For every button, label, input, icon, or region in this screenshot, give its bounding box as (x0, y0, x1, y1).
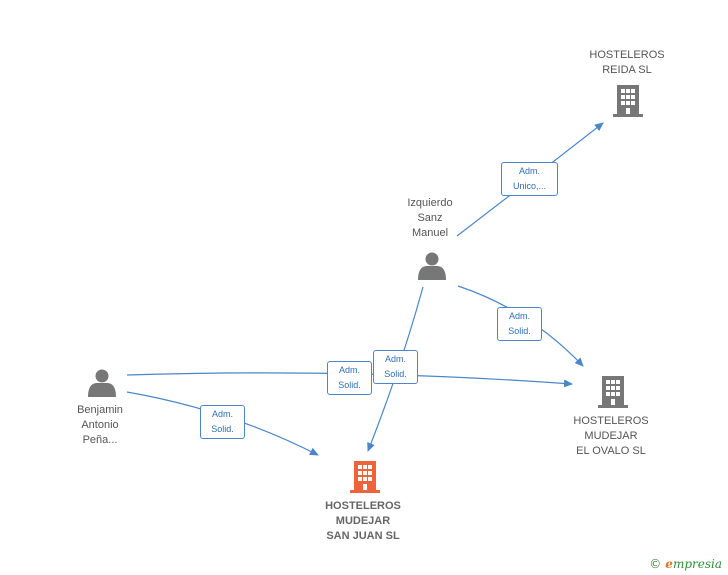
edge-label-adm-unico[interactable]: Adm. Unico,... (501, 162, 558, 196)
edge-label-adm-solid[interactable]: Adm. Solid. (200, 405, 245, 439)
person-label-izquierdo[interactable]: Izquierdo Sanz Manuel (407, 197, 453, 239)
edge-label-adm-solid[interactable]: Adm. Solid. (373, 350, 418, 384)
person-icon[interactable] (418, 252, 446, 281)
empresia-logo: ©empresia (649, 557, 722, 571)
building-icon[interactable] (350, 461, 380, 493)
brand-name: mpresia (672, 557, 722, 571)
person-label-benjamin[interactable]: Benjamin Antonio Peña... (77, 404, 123, 446)
building-icon[interactable] (598, 376, 628, 408)
company-label-hosteleros-san-juan[interactable]: HOSTELEROS MUDEJAR SAN JUAN SL (325, 500, 401, 542)
edge-label-adm-solid[interactable]: Adm. Solid. (327, 361, 372, 395)
company-label-hosteleros-el-ovalo[interactable]: HOSTELEROS MUDEJAR EL OVALO SL (573, 415, 649, 457)
brand-initial: e (665, 557, 673, 571)
person-icon[interactable] (88, 369, 116, 398)
building-icon[interactable] (613, 85, 643, 117)
copyright-symbol: © (649, 557, 662, 571)
edge-label-adm-solid[interactable]: Adm. Solid. (497, 307, 542, 341)
company-label-hosteleros-reida[interactable]: HOSTELEROS REIDA SL (589, 49, 665, 76)
